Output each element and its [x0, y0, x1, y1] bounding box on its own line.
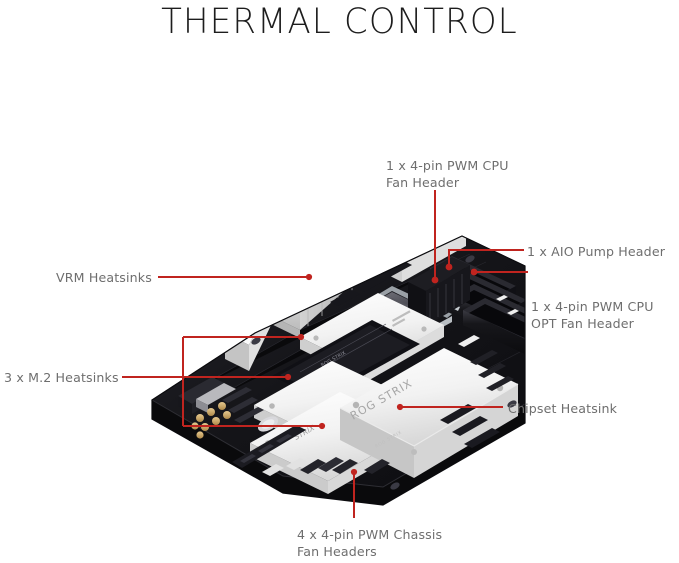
rog-logo-icon [260, 271, 294, 304]
bottom-edge-headers [232, 425, 390, 476]
left-io-components [178, 377, 264, 439]
callout-m2-heatsinks: 3 x M.2 Heatsinks [4, 370, 119, 385]
callout-aio-pump-header: 1 x AIO Pump Header [527, 244, 666, 259]
right-edge-connectors [440, 335, 514, 448]
page-title: THERMAL CONTROL [10, 0, 669, 44]
chipset-heatsink: ROG STRIX ROG STRIX [339, 348, 519, 478]
callout-chipset-heatsink: Chipset Heatsink [508, 401, 618, 416]
callout-cpu-fan-header: 1 x 4-pin PWM CPU Fan Header [386, 158, 509, 190]
callout-cpu-opt-fan-header: 1 x 4-pin PWM CPU OPT Fan Header [531, 299, 654, 331]
page-title-text: THERMAL CONTROL [161, 2, 518, 42]
callout-vrm-heatsinks: VRM Heatsinks [56, 270, 152, 285]
callout-chassis-fan-headers: 4 x 4-pin PWM Chassis Fan Headers [297, 527, 443, 559]
header-comb-top [330, 261, 412, 306]
